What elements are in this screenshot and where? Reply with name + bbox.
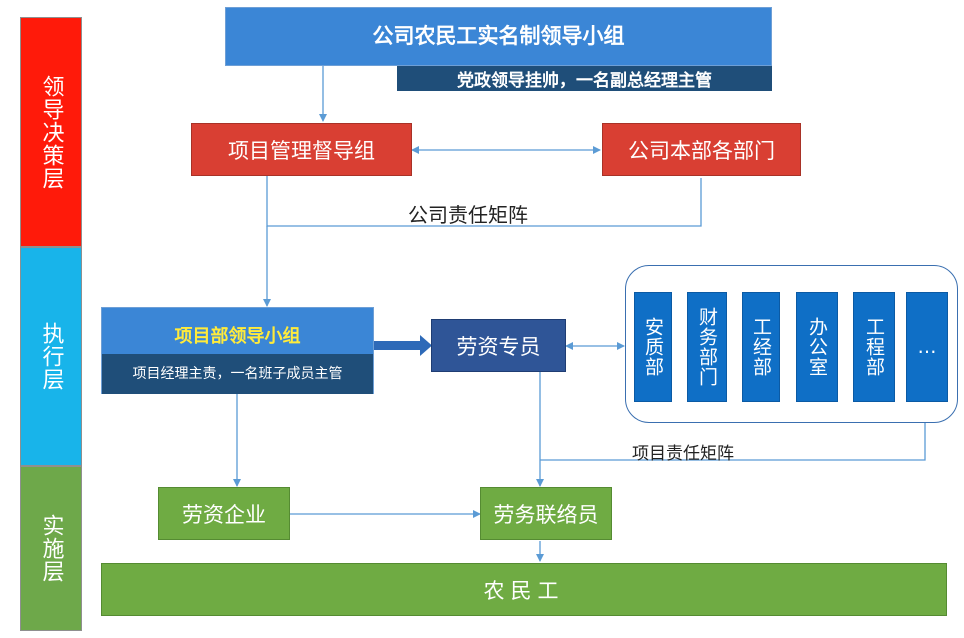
company-departments: 公司本部各部门 <box>602 123 801 176</box>
company-leadership-subtitle-text: 党政领导挂帅，一名副总经理主管 <box>457 71 712 91</box>
dept-more: … <box>906 292 948 402</box>
company-leadership-group: 公司农民工实名制领导小组 <box>225 7 772 66</box>
dept-more-label: … <box>917 336 937 358</box>
layer-decision-label: 领导决策层 <box>38 74 64 190</box>
project-matrix-label: 项目责任矩阵 <box>632 444 734 464</box>
layer-execution: 执行层 <box>20 247 82 466</box>
layer-execution-label: 执行层 <box>38 322 64 391</box>
company-departments-label: 公司本部各部门 <box>628 138 775 163</box>
labor-enterprise: 劳资企业 <box>158 487 290 540</box>
dept-engineering: 工程部 <box>853 292 895 402</box>
dept-office: 办公室 <box>796 292 838 402</box>
migrant-workers: 农民工 <box>101 563 947 616</box>
dept-finance: 财务部门 <box>687 292 727 402</box>
layer-decision: 领导决策层 <box>20 17 82 247</box>
labor-specialist-label: 劳资专员 <box>456 334 541 359</box>
dept-engineering-economics-label: 工经部 <box>750 317 772 377</box>
project-departments-panel <box>625 265 958 423</box>
migrant-workers-label: 农民工 <box>483 578 565 603</box>
labor-specialist: 劳资专员 <box>431 319 566 372</box>
company-matrix-label: 公司责任矩阵 <box>408 203 528 227</box>
project-leadership-subtitle-text: 项目经理主责，一名班子成员主管 <box>132 366 343 382</box>
project-supervision-group-label: 项目管理督导组 <box>228 138 375 163</box>
labor-enterprise-label: 劳资企业 <box>182 502 266 527</box>
dept-engineering-label: 工程部 <box>863 317 885 377</box>
company-matrix-bracket <box>266 176 702 227</box>
layer-implementation: 实施层 <box>20 466 82 631</box>
dept-engineering-economics: 工经部 <box>742 292 780 402</box>
thick-arrow-project-to-specialist <box>374 335 432 356</box>
project-leadership-group-title: 项目部领导小组 <box>174 326 301 347</box>
dept-safety-quality-label: 安质部 <box>642 317 664 377</box>
project-leadership-subtitle: 项目经理主责，一名班子成员主管 <box>102 354 373 394</box>
company-leadership-group-title: 公司农民工实名制领导小组 <box>372 24 625 48</box>
labor-liaison: 劳务联络员 <box>480 487 612 540</box>
dept-office-label: 办公室 <box>806 317 828 377</box>
layer-implementation-label: 实施层 <box>38 514 64 583</box>
project-matrix-bracket <box>540 423 926 461</box>
project-supervision-group: 项目管理督导组 <box>191 123 412 176</box>
dept-safety-quality: 安质部 <box>634 292 672 402</box>
labor-liaison-label: 劳务联络员 <box>493 502 599 527</box>
dept-finance-label: 财务部门 <box>696 307 718 387</box>
company-leadership-subtitle: 党政领导挂帅，一名副总经理主管 <box>397 66 772 91</box>
